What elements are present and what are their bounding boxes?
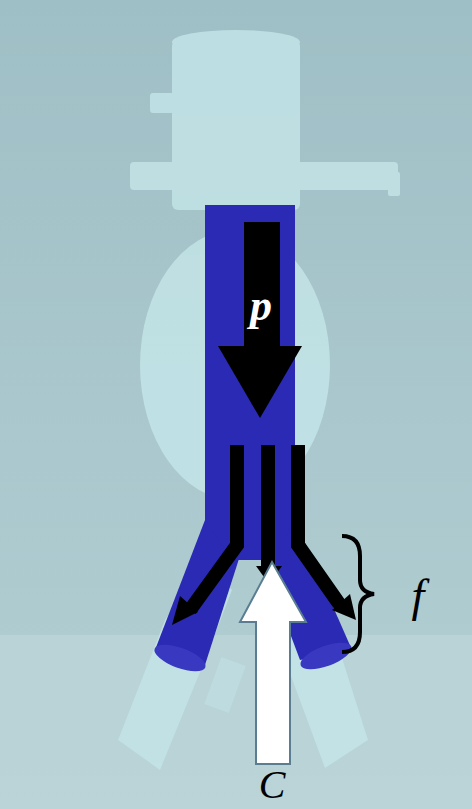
arrow-shaft: [244, 222, 280, 348]
split-line: [298, 445, 340, 605]
pressure-arrow: [218, 222, 302, 418]
section-label: f: [412, 573, 425, 619]
flange: [130, 162, 398, 190]
split-line: [261, 445, 275, 570]
cylinder-top: [172, 30, 300, 54]
bracket: [342, 536, 374, 652]
arrow-head: [218, 346, 302, 418]
reaction-label: C: [259, 765, 286, 805]
strut: [204, 657, 246, 713]
floor: [0, 635, 472, 809]
nozzle: [388, 172, 400, 196]
reaction-arrow: [240, 562, 306, 764]
fork: [205, 520, 295, 560]
arrow-head: [332, 594, 356, 620]
leg-end: [151, 639, 209, 676]
vessel-ghost: [118, 30, 400, 770]
leg-end: [297, 637, 355, 674]
arrow-head: [172, 596, 198, 625]
split-line: [190, 445, 237, 610]
pressure-label: p: [250, 284, 272, 328]
nozzle: [150, 93, 174, 113]
